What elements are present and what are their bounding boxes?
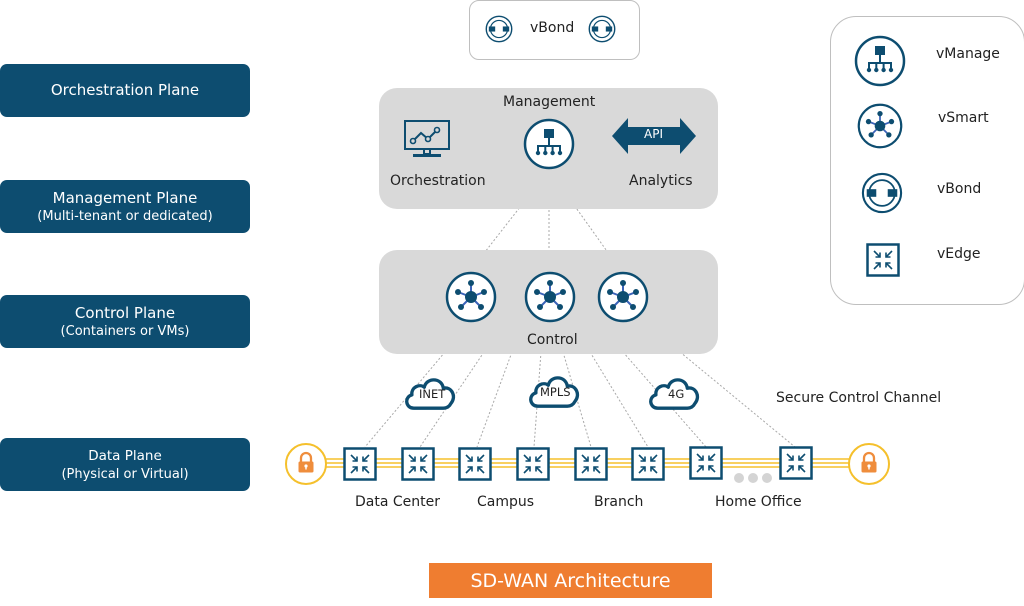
legend-item-vmanage: vManage bbox=[831, 17, 1024, 304]
control-panel: Control bbox=[379, 250, 718, 354]
plane-subtitle: (Physical or Virtual) bbox=[61, 466, 189, 482]
plane-title: Orchestration Plane bbox=[50, 81, 200, 99]
site-label-campus: Campus bbox=[477, 494, 535, 510]
control-edge-link bbox=[589, 351, 649, 448]
plane-title: Control Plane bbox=[74, 303, 176, 322]
vedge-icon bbox=[779, 446, 813, 480]
plane-control: Control Plane (Containers or VMs) bbox=[0, 295, 250, 348]
transport-mpls: MPLS bbox=[525, 370, 583, 410]
vbond-icon bbox=[588, 15, 616, 43]
plane-orchestration: Orchestration Plane bbox=[0, 64, 250, 117]
site-label-data-center: Data Center bbox=[355, 494, 440, 510]
legend-label: vBond bbox=[937, 181, 982, 197]
plane-title: Data Plane bbox=[88, 447, 162, 464]
site-label-home-office: Home Office bbox=[715, 494, 802, 510]
plane-management: Management Plane (Multi-tenant or dedica… bbox=[0, 180, 250, 233]
control-title: Control bbox=[527, 332, 578, 348]
vsmart-icon bbox=[445, 271, 497, 323]
lock-icon bbox=[847, 442, 891, 486]
control-edge-link bbox=[476, 351, 513, 448]
diagram-title: SD-WAN Architecture bbox=[429, 563, 712, 598]
site-label-branch: Branch bbox=[594, 494, 644, 510]
plane-subtitle: (Containers or VMs) bbox=[60, 323, 190, 339]
vedge-icon bbox=[516, 447, 550, 481]
vedge-icon bbox=[631, 447, 665, 481]
transport-label: 4G bbox=[668, 387, 685, 401]
vbond-icon bbox=[861, 172, 903, 214]
management-title: Management bbox=[503, 94, 596, 110]
vedge-icon bbox=[343, 447, 377, 481]
api-badge: API bbox=[644, 127, 663, 141]
lock-icon bbox=[284, 442, 328, 486]
legend-label: vEdge bbox=[937, 246, 981, 262]
plane-title: Management Plane bbox=[52, 188, 198, 207]
secure-channel-label: Secure Control Channel bbox=[776, 390, 942, 406]
vmanage-icon bbox=[523, 118, 575, 170]
control-edge-link bbox=[364, 351, 446, 448]
diagram-title-text: SD-WAN Architecture bbox=[470, 569, 671, 592]
legend-label: vManage bbox=[936, 46, 1000, 62]
plane-subtitle: (Multi-tenant or dedicated) bbox=[37, 208, 213, 224]
legend: vManage vSmart vBond vEdge bbox=[830, 16, 1024, 305]
analytics-label: Analytics bbox=[629, 173, 693, 189]
monitor-chart-icon bbox=[404, 120, 450, 157]
plane-data: Data Plane (Physical or Virtual) bbox=[0, 438, 250, 491]
vedge-icon bbox=[866, 243, 900, 277]
legend-label: vSmart bbox=[938, 110, 989, 126]
vsmart-icon bbox=[597, 271, 649, 323]
transport-label: MPLS bbox=[540, 385, 571, 399]
vedge-icon bbox=[689, 446, 723, 480]
control-edge-link bbox=[679, 351, 796, 448]
vsmart-icon bbox=[857, 103, 903, 149]
vbond-box: vBond bbox=[469, 0, 640, 60]
vbond-icon bbox=[485, 15, 513, 43]
vmanage-icon bbox=[854, 35, 906, 87]
transport-4g: 4G bbox=[645, 372, 703, 412]
vbond-box-label: vBond bbox=[530, 20, 575, 36]
double-arrow-icon bbox=[612, 118, 696, 154]
ellipsis-dots-icon bbox=[734, 473, 772, 483]
control-edge-link bbox=[622, 351, 707, 448]
vedge-icon bbox=[401, 447, 435, 481]
management-panel: Management Orchestration API Analytics bbox=[379, 88, 718, 209]
vedge-icon bbox=[458, 447, 492, 481]
transport-inet: INET bbox=[401, 372, 459, 412]
vsmart-icon bbox=[524, 271, 576, 323]
vedge-icon bbox=[574, 447, 608, 481]
transport-label: INET bbox=[419, 387, 446, 401]
orchestration-label: Orchestration bbox=[390, 173, 486, 189]
